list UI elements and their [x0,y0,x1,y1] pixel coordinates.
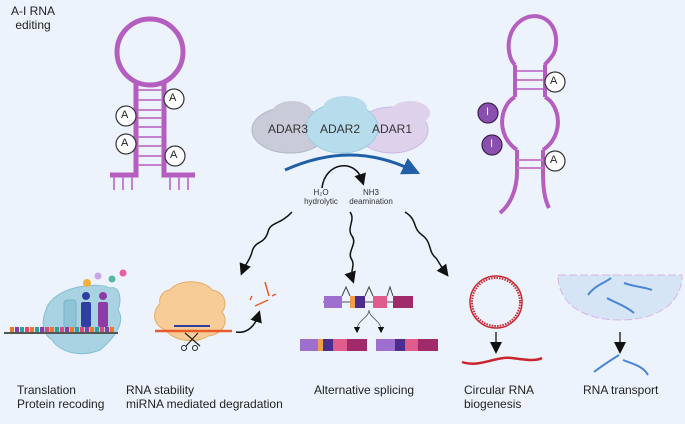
ribosome-icon [4,269,127,355]
outcome-rna-transport: RNA transport [583,383,658,397]
outcome-line-2: Protein recoding [17,397,105,411]
outcome-line-1: RNA stability [126,383,195,397]
circular-rna-icon [461,275,543,365]
splicing-diagram [300,285,438,351]
inosine-marker [477,102,499,124]
hydrolytic-text: hydrolytic [304,197,338,206]
overhang-ticks [113,177,189,190]
outcome-line-1: RNA transport [583,383,659,397]
scissors-icon [181,332,201,351]
adenosine-marker [544,150,566,172]
hairpin-top-loop [506,14,559,67]
outcome-line-2: biogenesis [464,397,522,411]
title-line-2: editing [15,18,51,32]
base-label-a: A [550,75,558,87]
hairpin-right [498,14,560,215]
deamination-text: deamination [349,197,393,206]
base-label-a: A [550,154,558,166]
inosine-marker [481,134,503,156]
right-markers [477,71,566,172]
title-line-1: A-I RNA [11,4,56,18]
adenosine-marker [115,133,137,155]
deamination-label: NH3 deamination [346,188,396,206]
base-label-a: A [121,137,129,149]
base-label-a: A [121,109,129,121]
mrna-codons [10,327,114,332]
base-pairs [138,89,162,166]
wavy-arrow-stability [239,211,293,276]
rna-transport-icon [557,274,683,376]
isoform-1 [300,339,367,351]
linear-rna [461,356,543,365]
outcome-line-1: Circular RNA [464,383,535,397]
adar3-label: ADAR3 [268,122,309,136]
base-label-i: I [486,106,490,118]
reaction-curve-arrow [321,164,366,189]
adar2-blob [305,96,379,154]
isoform-2 [376,339,438,351]
blue-reaction-arrow [284,153,421,175]
base-label-a: A [170,149,178,161]
hairpin-loop [114,16,186,88]
outcome-line-2: miRNA mediated degradation [126,397,283,411]
adenosine-marker [544,71,566,93]
risc-complex-icon [154,281,277,351]
wavy-arrow-circular [404,211,449,277]
adar1-label: ADAR1 [372,122,413,136]
outcome-rna-stability: RNA stability miRNA mediated degradation [126,383,283,411]
hydrolytic-label: H₂O hydrolytic [296,188,346,206]
outcome-line-1: Alternative splicing [314,383,415,397]
outcome-translation: Translation Protein recoding [17,383,104,411]
diagram-title: A-I RNA editing [11,4,55,32]
h2o-text: H₂O [313,188,329,197]
adenosine-marker [163,88,185,110]
base-label-i: I [490,138,494,150]
adenosine-marker [115,105,137,127]
outcome-circular-rna: Circular RNA biogenesis [464,383,534,411]
hairpin-left [110,16,195,190]
wavy-arrow-splicing [344,211,356,284]
adar-enzymes [251,96,430,154]
outcome-line-1: Translation [17,383,76,397]
adar2-label: ADAR2 [320,122,361,136]
outcome-alternative-splicing: Alternative splicing [314,383,414,397]
degraded-rna-fragments [249,281,277,307]
adenosine-markers-left [115,88,186,167]
nh3-text: NH3 [362,188,379,197]
adenosine-marker [164,145,186,167]
base-label-a: A [169,92,177,104]
